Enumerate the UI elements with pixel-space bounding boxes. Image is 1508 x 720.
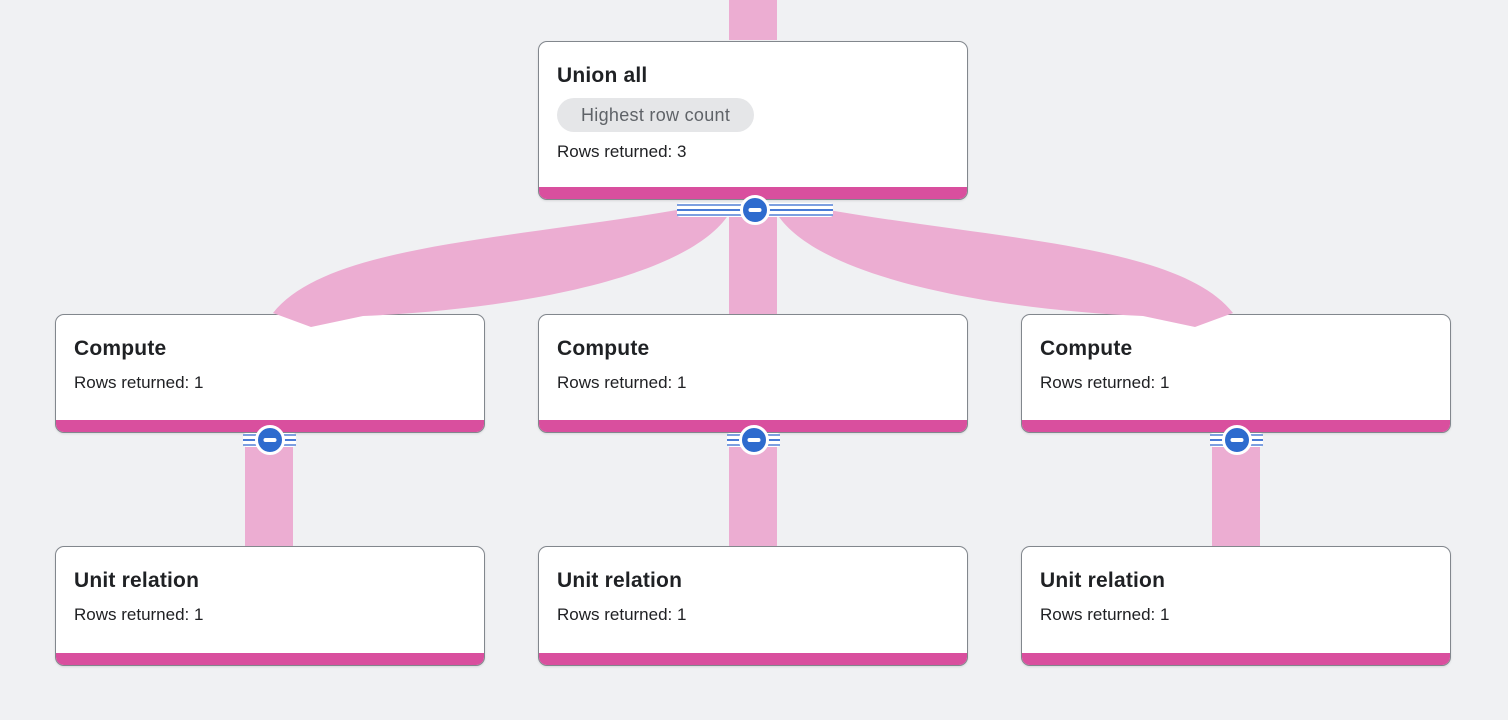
rows-returned-label: Rows returned: 3 (557, 142, 687, 161)
collapse-minus-button[interactable] (740, 195, 770, 225)
collapse-handle-compute-1[interactable] (243, 425, 296, 455)
edge-compute-2-to-unit-relation-2 (729, 440, 777, 546)
node-title: Compute (74, 337, 167, 360)
node-unit-relation-1[interactable]: Unit relation Rows returned: 1 (55, 546, 485, 666)
edge-compute-3-to-unit-relation-3 (1212, 440, 1260, 546)
rows-returned-label: Rows returned: 1 (74, 605, 204, 624)
node-title: Unit relation (74, 569, 200, 592)
minus-icon (747, 438, 760, 442)
edge-parent-to-union-all (729, 0, 777, 40)
node-compute-1[interactable]: Compute Rows returned: 1 (55, 314, 485, 433)
rows-returned-label: Rows returned: 1 (557, 373, 687, 392)
node-union-all[interactable]: Union all Highest row count Rows returne… (538, 41, 968, 200)
rows-returned-label: Rows returned: 1 (74, 373, 204, 392)
node-accent-bar (539, 653, 967, 665)
minus-icon (1230, 438, 1243, 442)
node-compute-3[interactable]: Compute Rows returned: 1 (1021, 314, 1451, 433)
collapse-minus-button[interactable] (254, 425, 285, 455)
highest-row-count-badge: Highest row count (557, 98, 755, 132)
node-title: Unit relation (557, 569, 683, 592)
edge-union-all-to-compute-1 (273, 209, 729, 327)
rows-returned-label: Rows returned: 1 (1040, 373, 1170, 392)
node-title: Compute (557, 337, 650, 360)
edge-union-all-to-compute-3 (777, 209, 1233, 327)
node-accent-bar (1022, 653, 1450, 665)
rows-returned-label: Rows returned: 1 (1040, 605, 1170, 624)
edge-union-all-to-compute-2 (729, 210, 777, 314)
node-title: Unit relation (1040, 569, 1166, 592)
node-unit-relation-2[interactable]: Unit relation Rows returned: 1 (538, 546, 968, 666)
minus-icon (748, 208, 762, 212)
collapse-handle-compute-3[interactable] (1210, 425, 1263, 455)
collapse-minus-button[interactable] (1221, 425, 1252, 455)
node-accent-bar (56, 653, 484, 665)
edge-compute-1-to-unit-relation-1 (245, 440, 293, 546)
rows-returned-label: Rows returned: 1 (557, 605, 687, 624)
collapse-handle-compute-2[interactable] (727, 425, 780, 455)
collapse-handle-union-all[interactable] (677, 195, 833, 225)
node-title: Compute (1040, 337, 1133, 360)
node-title: Union all (557, 64, 648, 87)
node-unit-relation-3[interactable]: Unit relation Rows returned: 1 (1021, 546, 1451, 666)
collapse-minus-button[interactable] (738, 425, 769, 455)
minus-icon (263, 438, 276, 442)
node-accent-bar (539, 187, 967, 199)
node-compute-2[interactable]: Compute Rows returned: 1 (538, 314, 968, 433)
